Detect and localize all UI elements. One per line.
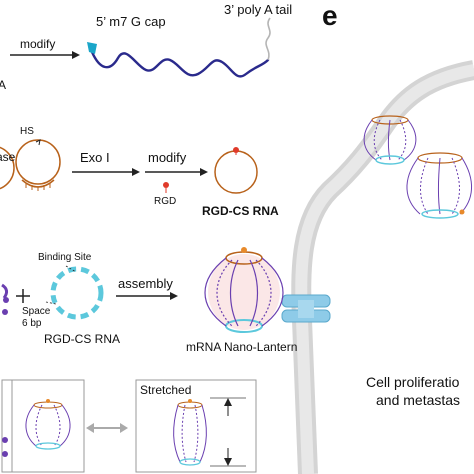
lantern-on-membrane bbox=[363, 115, 417, 165]
cap-label: 5’ m7 G cap bbox=[96, 14, 166, 29]
precursor-ring bbox=[0, 146, 15, 190]
cell-membrane-inner bbox=[295, 64, 474, 474]
binding-site-leader bbox=[65, 265, 77, 273]
arrowhead-icon bbox=[132, 168, 140, 176]
membrane-channel-icon bbox=[281, 294, 331, 323]
panel-box-left bbox=[1, 379, 85, 473]
exo-label: Exo I bbox=[80, 150, 110, 165]
binding-site-label: Binding Site bbox=[38, 252, 92, 263]
row2-modify-label: modify bbox=[148, 150, 187, 165]
row1-clipped-label: A bbox=[0, 78, 7, 92]
arrowhead-icon bbox=[72, 51, 80, 59]
stretch-indicator bbox=[210, 397, 246, 467]
binding-ring bbox=[50, 266, 104, 320]
hs-ring bbox=[15, 139, 61, 191]
cap-icon bbox=[87, 42, 97, 54]
space-label-2: 6 bp bbox=[22, 318, 42, 329]
panel-letter: e bbox=[322, 0, 338, 31]
row2-clipped-label: ase bbox=[0, 150, 16, 164]
lantern-stretched bbox=[173, 399, 207, 466]
rgd-icon bbox=[163, 182, 169, 193]
mrna-strand bbox=[90, 50, 270, 78]
arrowhead-icon bbox=[86, 423, 94, 433]
cell-caption-line1: Cell proliferatio bbox=[366, 374, 460, 390]
tail-label: 3’ poly A tail bbox=[224, 2, 293, 17]
assembly-label: assembly bbox=[118, 276, 173, 291]
panel-box-stretched bbox=[135, 379, 257, 473]
space-leader bbox=[45, 301, 57, 305]
lantern-product-label: mRNA Nano-Lantern bbox=[186, 340, 298, 354]
rgd-cs-product-label: RGD-CS RNA bbox=[202, 204, 279, 218]
plus-icon bbox=[16, 289, 30, 303]
row1-modify-label: modify bbox=[20, 37, 56, 51]
rgd-cs-ring bbox=[214, 147, 258, 194]
strand-pieces-icon bbox=[1, 283, 9, 315]
arrowhead-icon bbox=[120, 423, 128, 433]
arrowhead-icon bbox=[170, 292, 178, 300]
space-label-1: Space bbox=[22, 306, 51, 317]
cell-caption-line2: and metastas bbox=[376, 392, 461, 408]
lantern-bound bbox=[406, 152, 473, 219]
hs-label: HS bbox=[20, 126, 34, 137]
stretched-label: Stretched bbox=[140, 383, 192, 397]
mrna-nano-lantern bbox=[204, 247, 284, 333]
rgd-label: RGD bbox=[154, 196, 177, 207]
poly-a-tail bbox=[265, 17, 271, 61]
arrowhead-icon bbox=[200, 168, 208, 176]
ring-label: RGD-CS RNA bbox=[44, 332, 121, 346]
lantern-small bbox=[25, 399, 71, 450]
strand-dots-icon bbox=[2, 437, 8, 457]
